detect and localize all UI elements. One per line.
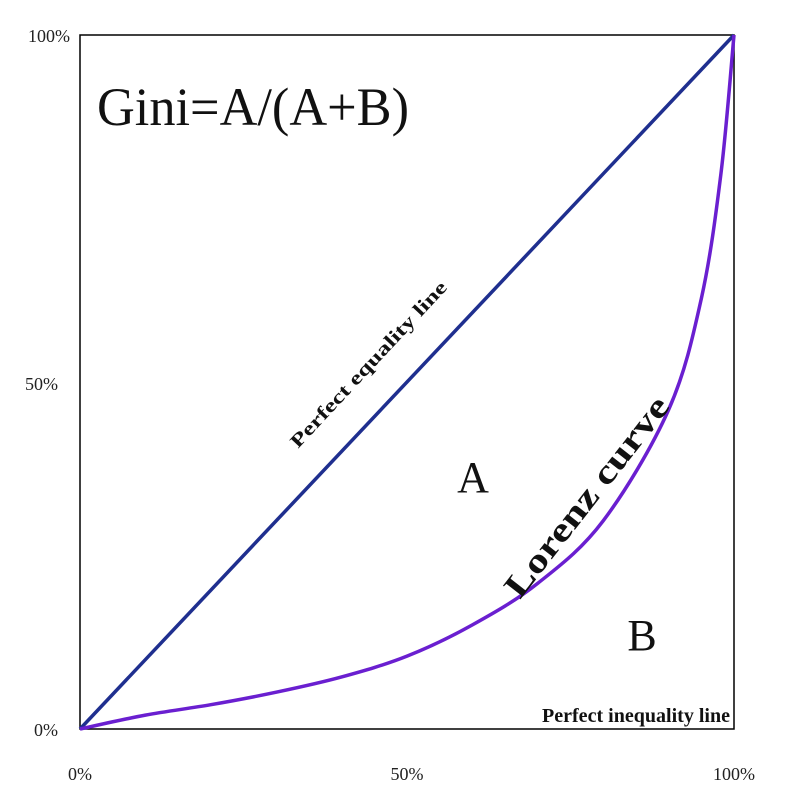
y-tick-0: 0% (34, 720, 58, 740)
x-tick-0: 0% (68, 764, 92, 784)
x-tick-50: 50% (391, 764, 424, 784)
gini-formula: Gini=A/(A+B) (97, 77, 409, 137)
region-b-label: B (627, 611, 656, 660)
region-a-label: A (457, 453, 489, 502)
y-tick-50: 50% (25, 374, 58, 394)
lorenz-curve-label: Lorenz curve (497, 389, 677, 605)
x-tick-100: 100% (713, 764, 755, 784)
equality-line-label: Perfect equality line (286, 277, 451, 452)
perfect-equality-line (78, 33, 736, 731)
lorenz-curve-line (79, 34, 736, 731)
inequality-line-label: Perfect inequality line (542, 705, 730, 727)
y-tick-100: 100% (28, 26, 70, 46)
plot-frame (79, 34, 735, 730)
